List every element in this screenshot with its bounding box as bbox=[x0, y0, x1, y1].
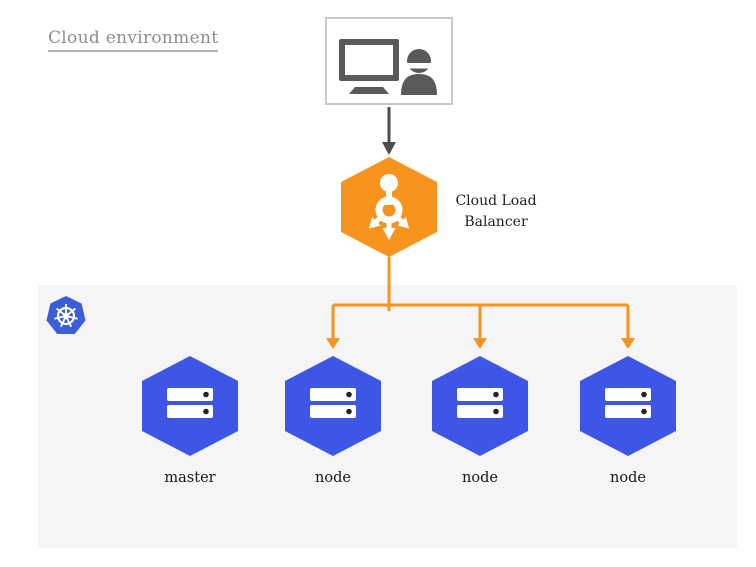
server-icon bbox=[432, 356, 528, 456]
load-balancer-hexagon bbox=[341, 157, 437, 257]
node-label: node bbox=[610, 470, 646, 486]
node-label: master bbox=[164, 470, 216, 486]
diagram-title: Cloud environment bbox=[48, 28, 219, 52]
load-balancer-label: Cloud Load Balancer bbox=[455, 193, 537, 230]
cluster-node-3 bbox=[580, 356, 676, 456]
server-icon bbox=[142, 356, 238, 456]
user-with-monitor-icon bbox=[339, 38, 437, 95]
cluster-node-2 bbox=[432, 356, 528, 456]
load-balancer-icon bbox=[341, 157, 437, 257]
user-to-loadbalancer-arrow bbox=[382, 107, 396, 155]
kubernetes-helm-icon bbox=[46, 296, 86, 334]
server-icon bbox=[285, 356, 381, 456]
user-box bbox=[325, 17, 453, 105]
cluster-node-master bbox=[142, 356, 238, 456]
node-label: node bbox=[462, 470, 498, 486]
server-icon bbox=[580, 356, 676, 456]
cluster-node-1 bbox=[285, 356, 381, 456]
node-label: node bbox=[315, 470, 351, 486]
